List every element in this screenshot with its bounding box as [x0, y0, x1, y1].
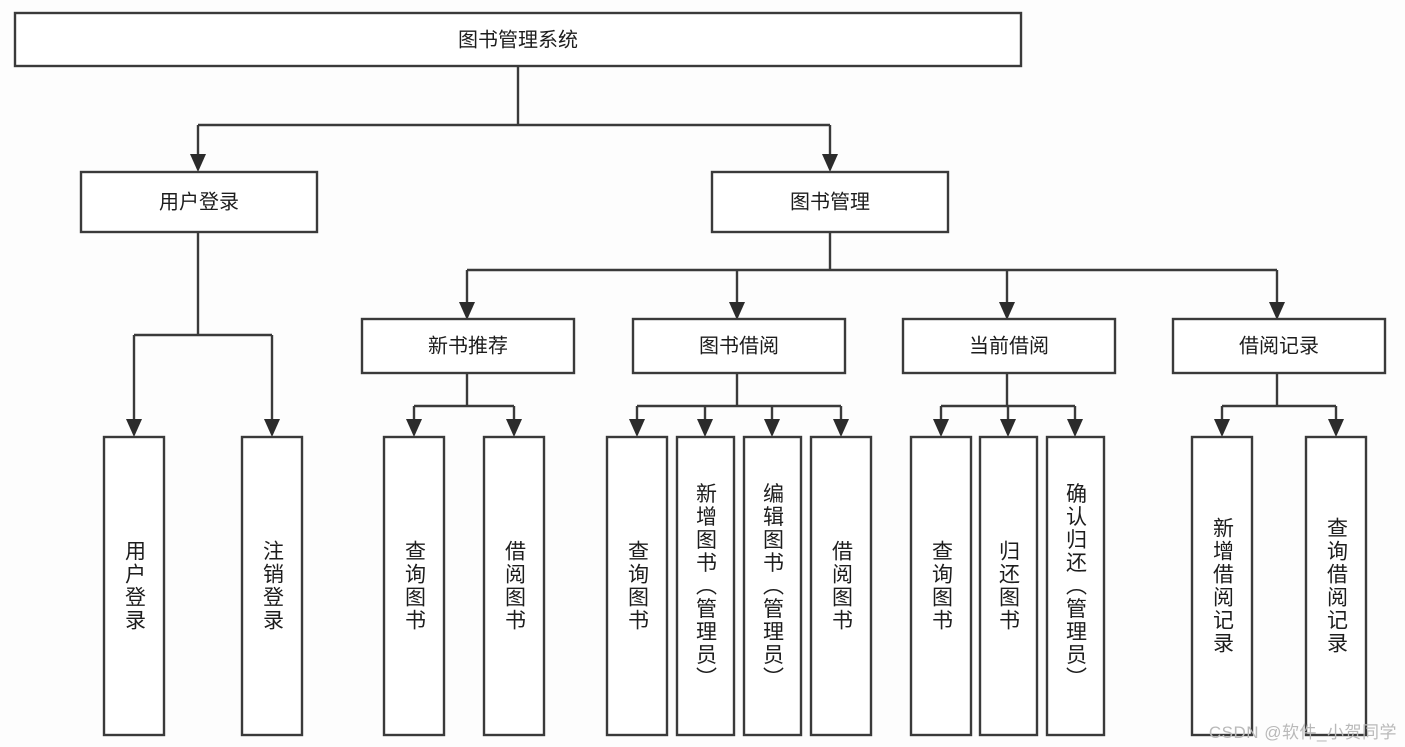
node-leaf-return-book[interactable]: 归还图书 [978, 435, 1039, 737]
node-book-borrow-label: 图书借阅 [699, 334, 779, 357]
node-leaf-query-book-1-box[interactable] [382, 435, 446, 737]
node-new-book-recommend-label: 新书推荐 [428, 334, 508, 357]
node-leaf-logout-login-box[interactable] [240, 435, 304, 737]
node-leaf-logout-login[interactable]: 注销登录 [240, 435, 304, 737]
node-leaf-query-book-1-label: 查询图书 [403, 540, 427, 632]
node-leaf-logout-login-label: 注销登录 [261, 540, 285, 632]
connector-layer [126, 66, 1344, 437]
node-current-borrow-label: 当前借阅 [969, 334, 1049, 357]
node-leaf-query-book-2-box[interactable] [605, 435, 669, 737]
node-leaf-query-record-label: 查询借阅记录 [1325, 517, 1349, 655]
arrow-leaf-query-book-3 [933, 419, 949, 437]
node-current-borrow[interactable]: 当前借阅 [901, 317, 1117, 375]
node-leaf-user-login[interactable]: 用户登录 [102, 435, 166, 737]
arrow-book-management [822, 154, 838, 172]
arrow-current-borrow [999, 302, 1015, 320]
node-root-label: 图书管理系统 [458, 28, 578, 51]
node-leaf-borrow-book-1-box[interactable] [482, 435, 546, 737]
node-borrow-record[interactable]: 借阅记录 [1171, 317, 1387, 375]
node-leaf-add-record-label: 新增借阅记录 [1211, 517, 1235, 655]
node-root[interactable]: 图书管理系统 [13, 11, 1023, 68]
node-user-login-label: 用户登录 [159, 190, 239, 213]
node-new-book-recommend-box[interactable] [360, 317, 576, 375]
node-leaf-query-book-3-box[interactable] [909, 435, 973, 737]
arrow-leaf-confirm-return [1067, 419, 1083, 437]
arrow-leaf-logout-login [264, 419, 280, 437]
node-user-login-box[interactable] [79, 170, 319, 234]
arrow-book-borrow [729, 302, 745, 320]
arrow-leaf-borrow-book-1 [506, 419, 522, 437]
node-leaf-query-book-3-label: 查询图书 [930, 540, 954, 632]
node-book-management-label: 图书管理 [790, 190, 870, 213]
arrow-leaf-borrow-book-2 [833, 419, 849, 437]
node-leaf-query-book-1[interactable]: 查询图书 [382, 435, 446, 737]
arrow-leaf-edit-book [764, 419, 780, 437]
node-leaf-add-book-label: 新增图书（管理员） [694, 483, 718, 690]
node-leaf-add-record-box[interactable] [1190, 435, 1254, 737]
node-leaf-return-book-label: 归还图书 [997, 540, 1021, 632]
node-leaf-add-book[interactable]: 新增图书（管理员） [675, 435, 736, 737]
node-leaf-user-login-box[interactable] [102, 435, 166, 737]
node-leaf-add-record[interactable]: 新增借阅记录 [1190, 435, 1254, 737]
arrow-leaf-user-login [126, 419, 142, 437]
node-book-borrow[interactable]: 图书借阅 [631, 317, 847, 375]
node-book-management-box[interactable] [710, 170, 950, 234]
arrow-borrow-record [1269, 302, 1285, 320]
node-leaf-query-book-2-label: 查询图书 [626, 540, 650, 632]
arrow-leaf-add-record [1214, 419, 1230, 437]
arrow-new-book-recommend [459, 302, 475, 320]
node-leaf-borrow-book-2[interactable]: 借阅图书 [809, 435, 873, 737]
arrow-leaf-query-record [1328, 419, 1344, 437]
node-leaf-edit-book-label: 编辑图书（管理员） [761, 483, 785, 690]
node-leaf-return-book-box[interactable] [978, 435, 1039, 737]
node-current-borrow-box[interactable] [901, 317, 1117, 375]
node-leaf-edit-book-box[interactable] [742, 435, 803, 737]
node-book-borrow-box[interactable] [631, 317, 847, 375]
node-new-book-recommend[interactable]: 新书推荐 [360, 317, 576, 375]
arrow-leaf-query-book-1 [406, 419, 422, 437]
node-leaf-confirm-return[interactable]: 确认归还（管理员） [1045, 435, 1106, 737]
arrow-leaf-query-book-2 [629, 419, 645, 437]
node-leaf-edit-book[interactable]: 编辑图书（管理员） [742, 435, 803, 737]
node-book-management[interactable]: 图书管理 [710, 170, 950, 234]
node-user-login[interactable]: 用户登录 [79, 170, 319, 234]
node-leaf-borrow-book-2-box[interactable] [809, 435, 873, 737]
node-leaf-confirm-return-box[interactable] [1045, 435, 1106, 737]
node-leaf-query-record-box[interactable] [1304, 435, 1368, 737]
node-leaf-query-book-2[interactable]: 查询图书 [605, 435, 669, 737]
arrow-leaf-return-book [1000, 419, 1016, 437]
node-borrow-record-box[interactable] [1171, 317, 1387, 375]
node-leaf-user-login-label: 用户登录 [123, 540, 147, 632]
node-leaf-query-book-3[interactable]: 查询图书 [909, 435, 973, 737]
node-leaf-borrow-book-1-label: 借阅图书 [503, 540, 527, 632]
node-leaf-add-book-box[interactable] [675, 435, 736, 737]
node-borrow-record-label: 借阅记录 [1239, 334, 1319, 357]
node-leaf-borrow-book-1[interactable]: 借阅图书 [482, 435, 546, 737]
node-root-box[interactable] [13, 11, 1023, 68]
arrow-user-login [190, 154, 206, 172]
node-leaf-confirm-return-label: 确认归还（管理员） [1064, 483, 1088, 690]
arrow-leaf-add-book [697, 419, 713, 437]
node-leaf-query-record[interactable]: 查询借阅记录 [1304, 435, 1368, 737]
node-leaf-borrow-book-2-label: 借阅图书 [830, 540, 854, 632]
